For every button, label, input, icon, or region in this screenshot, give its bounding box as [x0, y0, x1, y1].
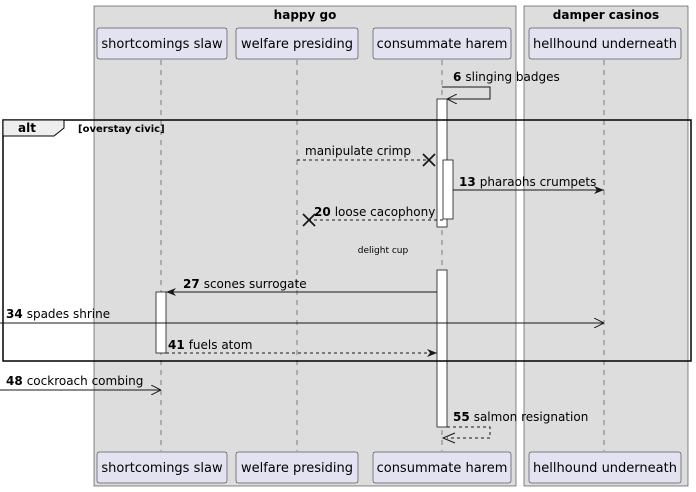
participant-welfare-presiding-top[interactable]: welfare presiding — [235, 27, 359, 60]
participant-welfare-presiding-bottom[interactable]: welfare presiding — [235, 451, 359, 484]
svg-text:welfare presiding: welfare presiding — [241, 461, 353, 476]
divider-label: delight cup — [358, 246, 409, 256]
alt-fragment: alt [overstay civic] — [2, 119, 692, 362]
svg-text:manipulate crimp: manipulate crimp — [305, 144, 411, 158]
participant-hellhound-underneath-bottom[interactable]: hellhound underneath — [528, 451, 682, 484]
box-damper-casinos-title: damper casinos — [553, 8, 659, 22]
svg-text:consummate harem: consummate harem — [377, 37, 508, 52]
box-happy-go-title: happy go — [274, 8, 337, 22]
svg-text:hellhound underneath: hellhound underneath — [533, 461, 677, 476]
activation-harem-2 — [442, 159, 454, 220]
box-damper-casinos — [523, 5, 689, 487]
participant-hellhound-underneath-top[interactable]: hellhound underneath — [528, 27, 682, 60]
alt-label: alt — [18, 121, 36, 135]
message-manipulate-crimp: manipulate crimp — [297, 144, 436, 167]
participant-shortcomings-slaw-bottom[interactable]: shortcomings slaw — [96, 451, 228, 484]
participant-consummate-harem-top[interactable]: consummate harem — [372, 27, 512, 60]
participant-shortcomings-slaw-top[interactable]: shortcomings slaw — [96, 27, 228, 60]
svg-text:shortcomings slaw: shortcomings slaw — [101, 37, 223, 52]
participant-consummate-harem-bottom[interactable]: consummate harem — [372, 451, 512, 484]
svg-text:consummate harem: consummate harem — [377, 461, 508, 476]
alt-condition: [overstay civic] — [78, 124, 165, 135]
activation-harem-3 — [436, 269, 448, 428]
svg-text:shortcomings slaw: shortcomings slaw — [101, 461, 223, 476]
svg-text:hellhound underneath: hellhound underneath — [533, 37, 677, 52]
svg-text:welfare presiding: welfare presiding — [241, 37, 353, 52]
divider-gap — [150, 226, 172, 270]
